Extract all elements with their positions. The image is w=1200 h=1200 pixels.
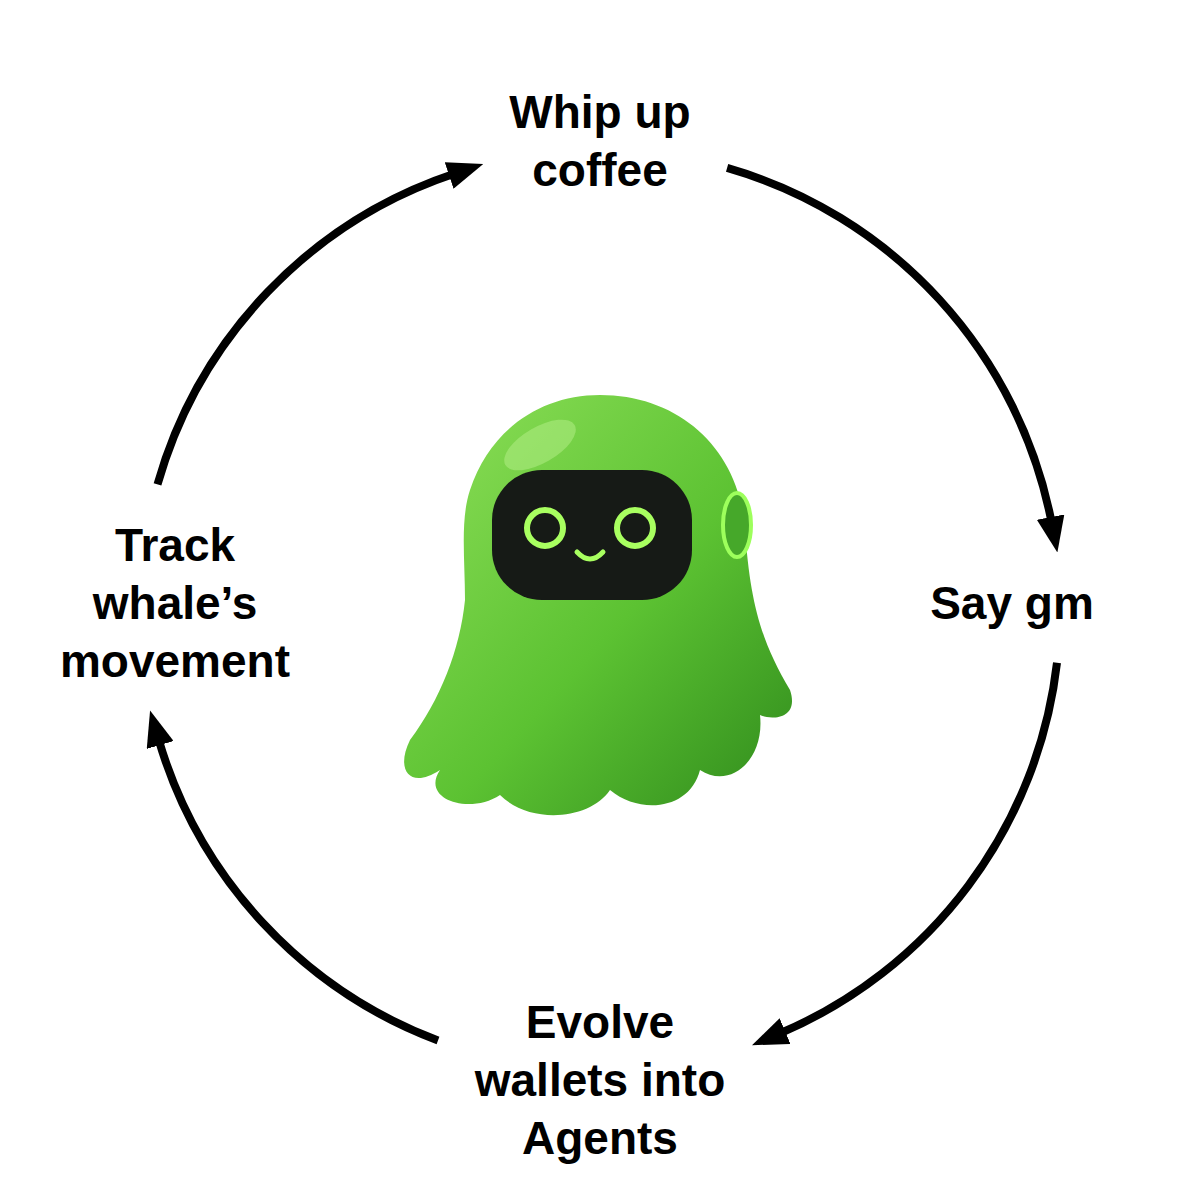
ghost-eye <box>617 510 653 546</box>
step-label: Evolve wallets into Agents <box>470 993 731 1167</box>
step-label: Whip up coffee <box>504 83 696 199</box>
cycle-step: Say gm <box>925 574 1099 632</box>
cycle-arrow <box>780 663 1057 1034</box>
ghost-highlight <box>496 409 583 480</box>
cycle-step: Evolve wallets into Agents <box>470 993 731 1167</box>
cycle-arrow <box>158 174 455 485</box>
ghost-ear <box>723 493 751 557</box>
cycle-step: Track whale’s movement <box>55 516 296 690</box>
cycle-arrow <box>159 739 439 1040</box>
cycle-arrow <box>727 168 1052 523</box>
ghost-screen <box>492 470 692 600</box>
step-label: Track whale’s movement <box>55 516 296 690</box>
ghost-smile <box>577 552 603 559</box>
ghost-body <box>404 395 792 815</box>
step-label: Say gm <box>925 574 1099 632</box>
ghost-eye <box>527 510 563 546</box>
cycle-step: Whip up coffee <box>504 83 696 199</box>
